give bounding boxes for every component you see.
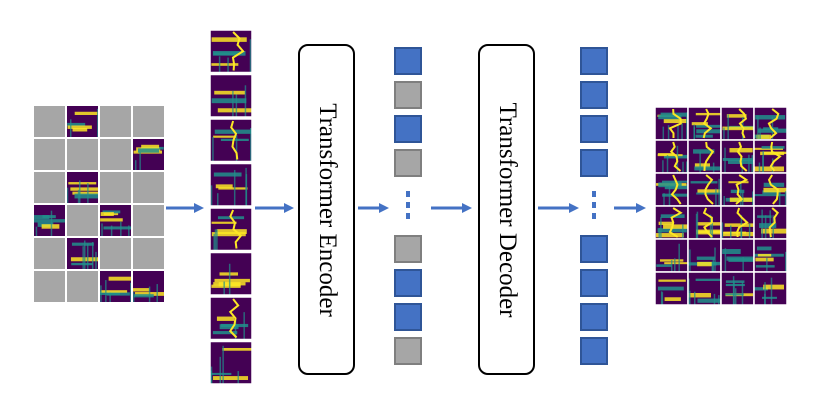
- grid-patch: [98, 236, 133, 271]
- grid-patch: [131, 104, 166, 139]
- visible-token: [394, 47, 422, 75]
- output-patch: [720, 172, 755, 207]
- output-patch: [720, 139, 755, 174]
- grid-patch: [65, 170, 100, 205]
- output-patch: [720, 205, 755, 240]
- reconstructed-output-grid: [654, 106, 788, 306]
- output-patch: [654, 139, 689, 174]
- transformer-decoder-box: Transformer Decoder: [478, 44, 535, 375]
- ellipsis-dot: [406, 213, 410, 219]
- grid-patch: [98, 203, 133, 238]
- grid-patch: [98, 104, 133, 139]
- output-patch: [654, 106, 689, 141]
- output-patch: [753, 271, 788, 306]
- grid-patch: [65, 203, 100, 238]
- grid-patch: [98, 170, 133, 205]
- visible-token: [580, 149, 608, 177]
- output-patch: [654, 205, 689, 240]
- output-patch: [687, 238, 722, 273]
- grid-patch: [32, 203, 67, 238]
- visible-token: [580, 81, 608, 109]
- grid-patch: [131, 170, 166, 205]
- transformer-encoder-box: Transformer Encoder: [298, 44, 355, 375]
- mask-token: [394, 81, 422, 109]
- grid-patch: [98, 269, 133, 304]
- mask-token: [394, 337, 422, 365]
- transformer-encoder-label: Transformer Encoder: [313, 102, 341, 317]
- ellipsis-dot: [406, 202, 410, 208]
- visible-token: [580, 269, 608, 297]
- grid-patch: [65, 137, 100, 172]
- mask-token: [394, 149, 422, 177]
- grid-patch: [98, 137, 133, 172]
- decoder-token-column: [580, 47, 608, 365]
- grid-patch: [32, 236, 67, 271]
- grid-patch: [32, 269, 67, 304]
- output-patch: [687, 139, 722, 174]
- output-patch: [687, 106, 722, 141]
- output-patch: [753, 172, 788, 207]
- output-patch: [720, 271, 755, 306]
- ellipsis-dot: [592, 202, 596, 208]
- mask-token: [394, 235, 422, 263]
- visible-token: [580, 337, 608, 365]
- output-patch: [753, 139, 788, 174]
- output-patch: [687, 271, 722, 306]
- grid-patch: [32, 170, 67, 205]
- visible-patch: [209, 118, 253, 163]
- grid-patch: [65, 236, 100, 271]
- encoder-token-column: [394, 47, 422, 365]
- output-patch: [654, 172, 689, 207]
- grid-patch: [65, 104, 100, 139]
- output-patch: [654, 271, 689, 306]
- grid-patch: [32, 137, 67, 172]
- visible-token: [580, 115, 608, 143]
- visible-token: [580, 235, 608, 263]
- grid-patch: [32, 104, 67, 139]
- visible-token: [580, 303, 608, 331]
- visible-patch: [209, 340, 253, 385]
- visible-token: [394, 269, 422, 297]
- ellipsis-dot: [406, 191, 410, 197]
- transformer-decoder-label: Transformer Decoder: [493, 102, 521, 317]
- output-patch: [654, 238, 689, 273]
- grid-patch: [131, 203, 166, 238]
- visible-patch: [209, 29, 253, 74]
- output-patch: [720, 238, 755, 273]
- visible-patch-column: [209, 29, 253, 385]
- visible-token: [394, 303, 422, 331]
- output-patch: [753, 205, 788, 240]
- visible-token: [394, 115, 422, 143]
- grid-patch: [131, 137, 166, 172]
- grid-patch: [65, 269, 100, 304]
- output-patch: [753, 106, 788, 141]
- ellipsis-dot: [592, 191, 596, 197]
- visible-patch: [209, 296, 253, 341]
- output-patch: [753, 238, 788, 273]
- ellipsis-dot: [592, 213, 596, 219]
- output-patch: [720, 106, 755, 141]
- visible-patch: [209, 207, 253, 252]
- visible-patch: [209, 251, 253, 296]
- masked-input-grid: [32, 104, 166, 304]
- grid-patch: [131, 269, 166, 304]
- visible-token: [580, 47, 608, 75]
- visible-patch: [209, 73, 253, 118]
- output-patch: [687, 172, 722, 207]
- visible-patch: [209, 162, 253, 207]
- output-patch: [687, 205, 722, 240]
- grid-patch: [131, 236, 166, 271]
